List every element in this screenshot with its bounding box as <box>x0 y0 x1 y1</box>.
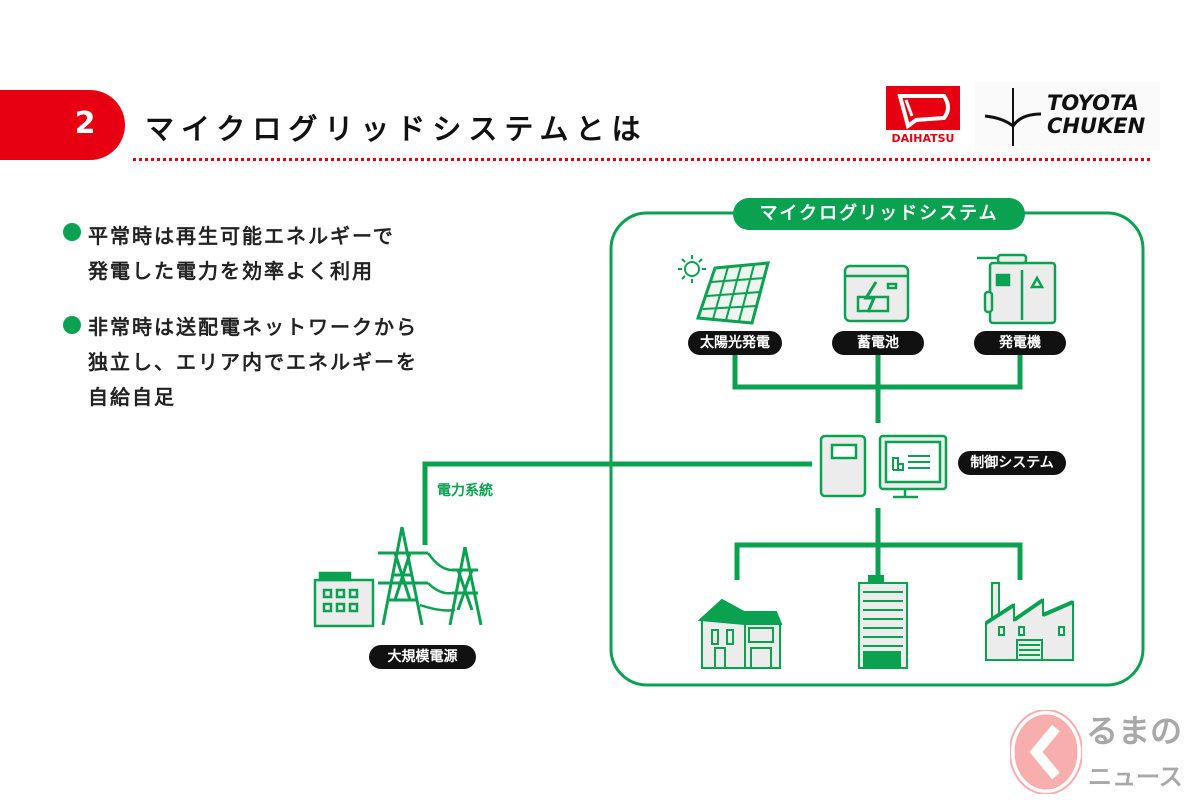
office-building-icon <box>858 575 908 669</box>
watermark-line2: ニュース <box>1088 763 1183 791</box>
bullet-text-emergency: 非常時は送配電ネットワークから 独立し、エリア内でエネルギーを 自給自足 <box>88 315 418 409</box>
watermark-logo-icon <box>1010 710 1082 794</box>
watermark-line1: るまの <box>1086 712 1183 750</box>
bullet-text-normal: 平常時は再生可能エネルギーで 発電した電力を効率よく利用 <box>88 224 395 283</box>
transmission-tower-icon <box>378 526 483 626</box>
power-plant-icon <box>313 571 375 628</box>
title-divider <box>133 158 1150 161</box>
daihatsu-logo: DAIHATSU <box>886 86 960 145</box>
bullet-dot <box>63 316 81 334</box>
control-system-icon <box>819 434 948 499</box>
source-connector-lines <box>422 352 1023 580</box>
house-icon <box>697 598 783 669</box>
page-title: マイクログリッドシステムとは <box>145 112 648 146</box>
label-control-system: 制御システム <box>958 451 1066 475</box>
section-tab <box>0 90 125 160</box>
label-solar: 太陽光発電 <box>688 331 782 355</box>
microgrid-system-title: マイクログリッドシステム <box>733 198 1025 230</box>
generator-icon <box>977 253 1057 325</box>
label-large-power-source: 大規模電源 <box>369 645 476 669</box>
label-battery: 蓄電池 <box>832 331 924 355</box>
factory-icon <box>984 582 1074 661</box>
battery-icon <box>843 264 910 323</box>
toyota-chuken-logo: TOYOTA CHUKEN <box>975 82 1160 150</box>
solar-panel-icon <box>678 255 771 325</box>
label-generator: 発電機 <box>974 331 1066 355</box>
kurumanonews-watermark: るまの ニュース <box>1010 708 1200 800</box>
label-power-grid: 電力系統 <box>437 483 493 499</box>
section-number: 2 <box>74 106 96 141</box>
bullet-dot <box>63 223 81 241</box>
